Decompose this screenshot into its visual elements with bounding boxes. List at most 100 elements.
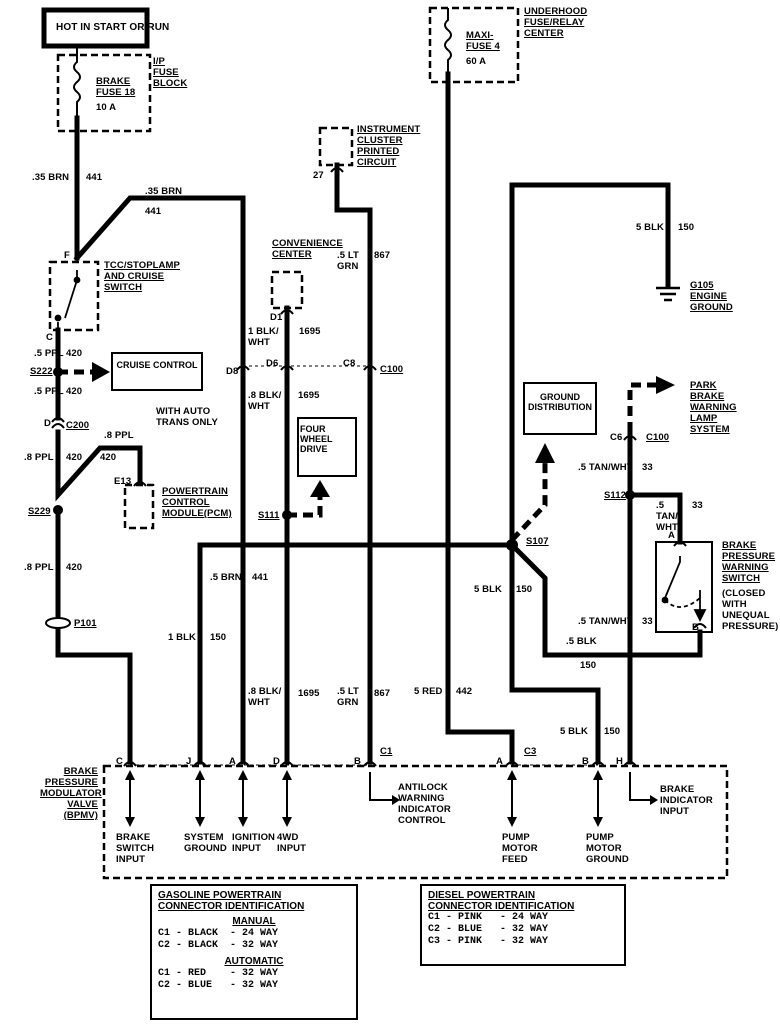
diesel-legend: DIESEL POWERTRAIN CONNECTOR IDENTIFICATI… xyxy=(420,884,626,966)
ground-distribution-label: GROUND DISTRIBUTION xyxy=(528,392,592,412)
brake-fuse-rating: 10 A xyxy=(96,102,117,113)
pin-c8: C8 xyxy=(343,358,356,369)
bpmv-pin-a3: A xyxy=(496,756,503,767)
pin-d6: D6 xyxy=(266,358,279,369)
circuit-33a: 33 xyxy=(642,462,653,473)
connector-c1: C1 xyxy=(380,746,393,757)
diesel-title-1: DIESEL POWERTRAIN xyxy=(428,890,536,901)
circuit-1695c: 1695 xyxy=(298,688,320,699)
circuit-420d: 420 xyxy=(66,452,83,463)
circuit-150a: 150 xyxy=(210,632,227,643)
circuit-867a: 867 xyxy=(374,250,391,261)
circuit-33b: 33 xyxy=(692,500,703,511)
hot-label: HOT IN START OR RUN xyxy=(56,22,170,33)
ip-fuse-block-label: I/P FUSE BLOCK xyxy=(153,56,188,89)
bpmv-box xyxy=(102,764,729,880)
wire-33b: .5 TAN/ WHT xyxy=(656,500,678,533)
pin-d8: D8 xyxy=(226,366,239,377)
pin-f: F xyxy=(64,250,70,261)
wire-420c: .8 PPL xyxy=(104,430,134,441)
splice-s229: S229 xyxy=(28,506,51,517)
circuit-1695a: 1695 xyxy=(299,326,321,337)
pcm-box xyxy=(123,483,155,530)
gas-a2: C2 - BLUE - 32 WAY xyxy=(158,980,279,991)
bpmv-pin-b1: B xyxy=(354,756,361,767)
wire-1695a: 1 BLK/ WHT xyxy=(248,326,279,348)
diesel-d1: C1 - PINK - 24 WAY xyxy=(428,912,549,923)
gas-title-2: CONNECTOR IDENTIFICATION xyxy=(158,901,305,912)
pin-d: D xyxy=(44,418,51,429)
circuit-441b: 441 xyxy=(145,206,162,217)
wire-867b: .5 LT GRN xyxy=(337,686,359,708)
circuit-442: 442 xyxy=(456,686,473,697)
p101-connector xyxy=(45,617,71,629)
input-pump-feed: PUMP MOTOR FEED xyxy=(502,832,538,865)
underhood-fuse-box xyxy=(428,6,520,84)
g105-label: G105 ENGINE GROUND xyxy=(690,280,733,313)
convenience-center-label: CONVENIENCE CENTER xyxy=(272,238,343,260)
splice-s112: S112 xyxy=(604,490,627,501)
gas-title-1: GASOLINE POWERTRAIN xyxy=(158,890,282,901)
gas-m1: C1 - BLACK - 24 WAY xyxy=(158,928,279,939)
pcm-label: POWERTRAIN CONTROL MODULE(PCM) xyxy=(162,486,232,519)
gas-a1: C1 - RED - 32 WAY xyxy=(158,968,279,979)
circuit-150b: 150 xyxy=(678,222,695,233)
circuit-420b: 420 xyxy=(66,386,83,397)
gas-manual: MANUAL xyxy=(232,916,276,927)
circuit-150d: 150 xyxy=(580,660,597,671)
splice-s222: S222 xyxy=(30,366,53,377)
input-brake-switch: BRAKE SWITCH INPUT xyxy=(116,832,155,865)
convenience-center-box xyxy=(270,270,304,310)
pin-d1: D1 xyxy=(270,312,283,323)
circuit-420c: 420 xyxy=(100,452,117,463)
wire-33c: .5 TAN/WHT xyxy=(578,616,633,627)
pin-a: A xyxy=(668,530,675,541)
pin-27: 27 xyxy=(313,170,324,181)
auto-trans-label: WITH AUTO TRANS ONLY xyxy=(156,406,218,428)
diesel-d2: C2 - BLUE - 32 WAY xyxy=(428,924,549,935)
input-ignition: IGNITION INPUT xyxy=(232,832,276,854)
circuit-441a: 441 xyxy=(86,172,103,183)
wire-442: 5 RED xyxy=(414,686,443,697)
ground-distribution-box xyxy=(523,382,597,435)
splice-s111: S111 xyxy=(258,510,280,521)
wire-441a: .35 BRN xyxy=(32,172,70,183)
diesel-title-2: CONNECTOR IDENTIFICATION xyxy=(428,901,575,912)
bpmv-pin-a: A xyxy=(229,756,236,767)
bpmv-label: BRAKE PRESSURE MODULATOR VALVE (BPMV) xyxy=(40,766,102,821)
wire-441c: .5 BRN xyxy=(210,572,242,583)
wire-420d: .8 PPL xyxy=(24,452,54,463)
input-antilock: ANTILOCK WARNING INDICATOR CONTROL xyxy=(398,782,451,826)
instrument-cluster-box xyxy=(318,126,354,167)
connector-p101: P101 xyxy=(74,618,97,629)
four-wheel-drive-label: FOUR WHEEL DRIVE xyxy=(300,424,333,454)
input-pump-ground: PUMP MOTOR GROUND xyxy=(586,832,629,865)
switch-note: (CLOSED WITH UNEQUAL PRESSURE) xyxy=(722,588,779,632)
bpmv-pin-d: D xyxy=(273,756,280,767)
circuit-150c: 150 xyxy=(516,584,533,595)
maxi-fuse-name: MAXI-FUSE 4 xyxy=(466,30,500,52)
bpmv-pin-b3: B xyxy=(582,756,589,767)
gas-automatic: AUTOMATIC xyxy=(224,956,284,967)
pin-e13: E13 xyxy=(114,476,132,487)
tcc-switch-box xyxy=(48,260,100,332)
circuit-150e: 150 xyxy=(604,726,621,737)
connector-c100b: C100 xyxy=(646,432,670,443)
wire-150a: 1 BLK xyxy=(168,632,196,643)
hot-box xyxy=(41,7,150,49)
circuit-867b: 867 xyxy=(374,688,391,699)
gasoline-legend: GASOLINE POWERTRAIN CONNECTOR IDENTIFICA… xyxy=(150,884,358,1020)
bpmv-pin-c: C xyxy=(116,756,123,767)
brake-fuse-name: BRAKE FUSE 18 xyxy=(96,76,136,98)
circuit-420a: 420 xyxy=(66,348,83,359)
wire-867a: .5 LT GRN xyxy=(337,250,359,272)
park-brake-label: PARK BRAKE WARNING LAMP SYSTEM xyxy=(690,380,737,435)
instrument-cluster-label: INSTRUMENT CLUSTER PRINTED CIRCUIT xyxy=(357,124,421,168)
bpmv-pin-h: H xyxy=(616,756,623,767)
wire-441b: .35 BRN xyxy=(145,186,183,197)
bpmv-pin-j: J xyxy=(186,756,192,767)
circuit-441c: 441 xyxy=(252,572,269,583)
brake-pressure-switch-box xyxy=(655,541,713,633)
wire-150e: 5 BLK xyxy=(560,726,588,737)
